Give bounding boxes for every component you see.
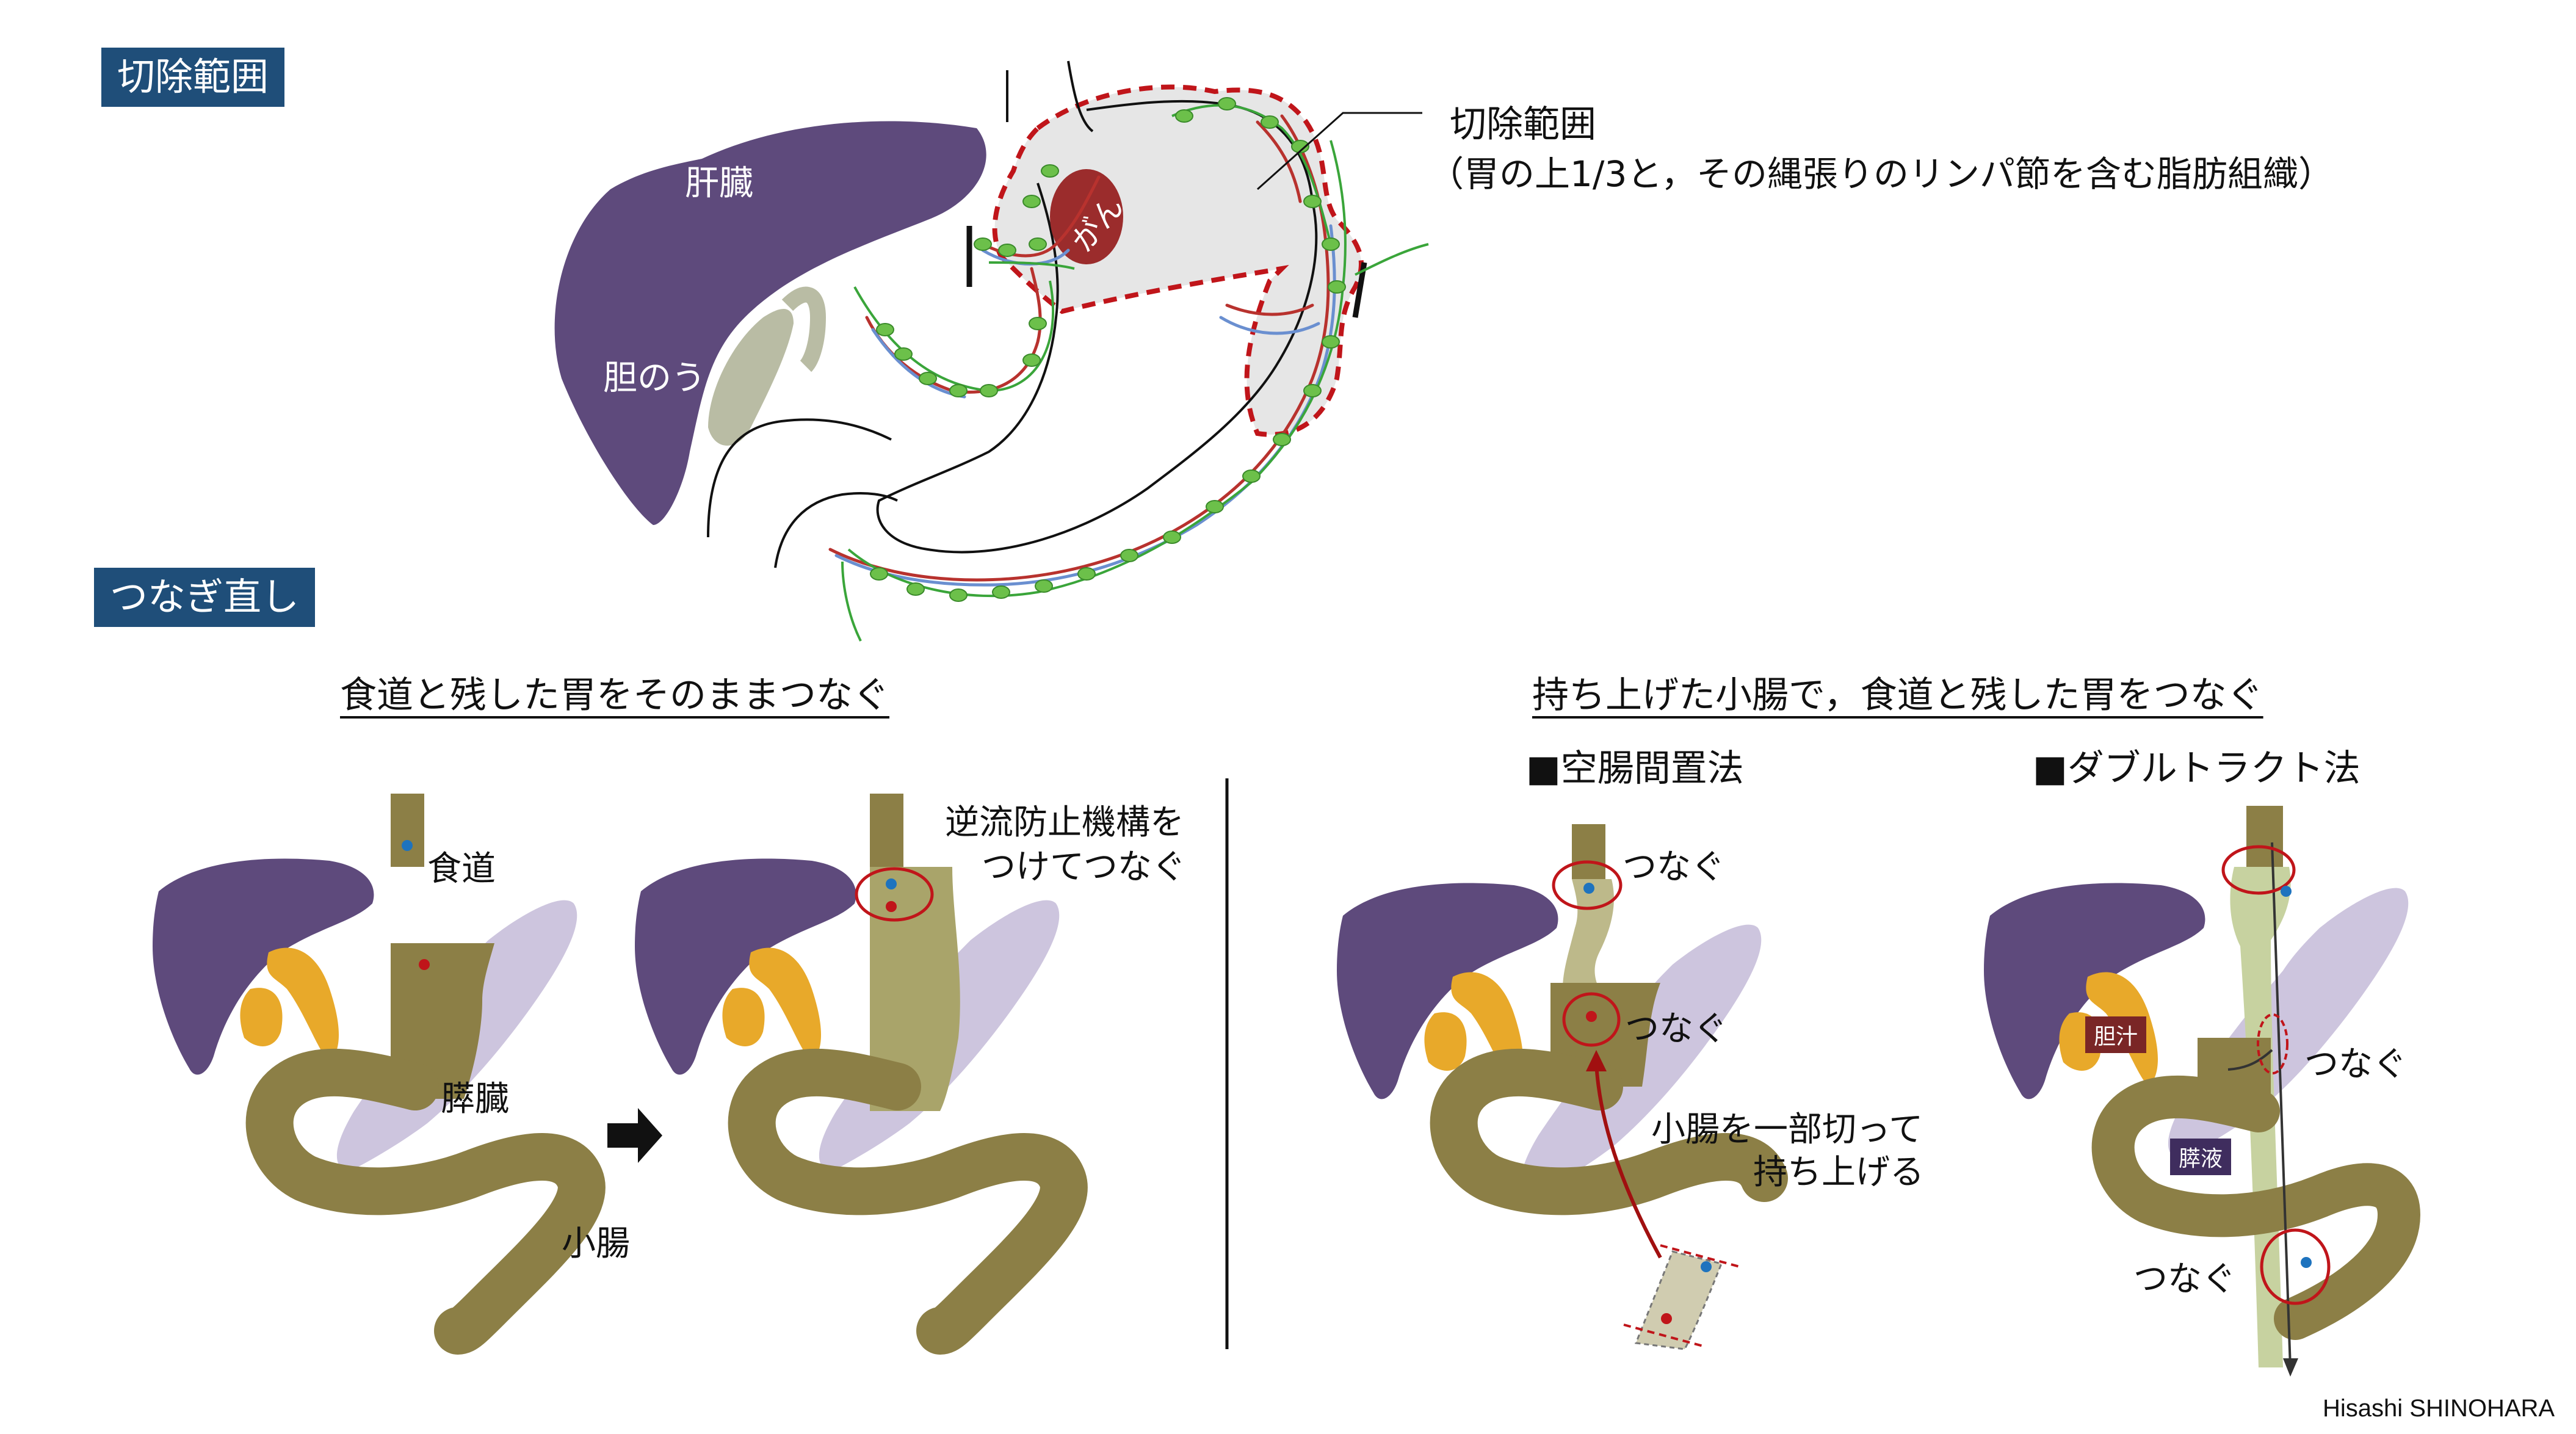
connect-label-4: つなぐ xyxy=(2133,1259,2236,1299)
connect-label-1: つなぐ xyxy=(1623,847,1725,887)
stomach-dot-red xyxy=(419,959,430,970)
esophagus-line-right xyxy=(1067,60,1094,132)
small-intestine-m1 xyxy=(1430,1048,1788,1215)
bile-duct-after xyxy=(749,947,821,1062)
connect-dot-blue-m2b xyxy=(2301,1257,2312,1268)
resection-leader-line xyxy=(1257,112,1422,190)
cut-line-bottom xyxy=(1623,1324,1704,1347)
method-jejunal-interposition-title: ■空腸間置法 xyxy=(1526,747,1744,790)
gallbladder-m1 xyxy=(1424,1012,1467,1071)
small-intestine-m2 xyxy=(2091,1075,2421,1340)
gallbladder-after xyxy=(722,988,765,1046)
method-double-tract-title: ■ダブルトラクト法 xyxy=(2033,747,2361,790)
esophagus-label: 食道 xyxy=(427,849,496,889)
connect-circle-mid-m1 xyxy=(1562,992,1621,1047)
remnant-stomach-after xyxy=(870,867,960,1111)
resection-diagram xyxy=(554,60,1429,642)
flow-arrow-branch xyxy=(2227,1049,2273,1071)
connect-circle-bottom-m2 xyxy=(2260,1228,2331,1305)
interposed-jejunum-m1 xyxy=(1563,879,1614,989)
flow-arrow-main xyxy=(2271,842,2292,1368)
flow-arrowhead xyxy=(2283,1358,2298,1377)
credit: Hisashi SHINOHARA xyxy=(2323,1395,2555,1422)
pancreas-label: 膵臓 xyxy=(441,1079,509,1119)
stomach-inner-curve xyxy=(707,418,892,538)
connect-circle-top-m2 xyxy=(2221,845,2296,895)
duodenum-outline xyxy=(774,492,898,568)
right-arrow xyxy=(607,1108,662,1163)
connect-dot-red-m1 xyxy=(1586,1011,1597,1022)
after-dot-red xyxy=(886,901,897,912)
connect-circle-top-m1 xyxy=(1552,860,1623,910)
right-panel-heading: 持ち上げた小腸で，食道と残した胃をつなぐ xyxy=(1532,674,2263,717)
liver-shape-after xyxy=(635,858,856,1075)
esophagus-m2 xyxy=(2246,806,2283,873)
esophagus-after xyxy=(870,794,903,873)
resection-badge: 切除範囲 xyxy=(101,48,285,107)
segment-dot-blue xyxy=(1701,1261,1712,1272)
esophagus-stub-before xyxy=(391,794,424,867)
cut-lift-label-2: 持ち上げる xyxy=(1753,1153,1924,1192)
liver-shape xyxy=(554,121,986,526)
antireflux-circle xyxy=(855,867,934,922)
small-intestine-after xyxy=(728,1048,1088,1355)
after-dot-blue xyxy=(886,878,897,889)
connect-dot-blue-m2a xyxy=(2281,886,2292,897)
liver-shape-before xyxy=(153,858,374,1075)
gallbladder-label: 胆のう xyxy=(603,358,706,398)
stomach-outline xyxy=(876,100,1318,554)
liver-label: 肝臓 xyxy=(685,164,753,203)
small-intestine-label: 小腸 xyxy=(562,1224,630,1264)
gallbladder-shape xyxy=(708,309,794,446)
bile-duct-before xyxy=(267,947,339,1062)
esophagus-dot-blue xyxy=(402,840,413,851)
pancreatic-juice-tag: 膵液 xyxy=(2170,1139,2232,1175)
small-intestine-before xyxy=(245,1048,606,1355)
left-panel-heading: 食道と残した胃をそのままつなぐ xyxy=(340,674,889,717)
antireflux-label-line2: つけてつなぐ xyxy=(982,847,1186,887)
segment-dot-red xyxy=(1661,1313,1672,1324)
cut-jejunum-segment-m1 xyxy=(1634,1250,1723,1350)
remnant-stomach-before xyxy=(391,943,494,1099)
antireflux-label-line1: 逆流防止機構を xyxy=(945,803,1184,842)
connect-dot-blue-m1 xyxy=(1583,883,1594,894)
connect-label-2: つなぐ xyxy=(1625,1009,1728,1049)
cut-line-top xyxy=(1660,1244,1740,1268)
connect-label-3: つなぐ xyxy=(2304,1045,2407,1084)
lift-arrowhead xyxy=(1586,1050,1607,1071)
resection-description: （胃の上1/3と，その縄張りのリンパ節を含む脂肪組織） xyxy=(1428,153,2334,195)
connect-circle-mid-m2 xyxy=(2257,1013,2288,1074)
gallbladder-before xyxy=(240,988,283,1046)
bile-tag: 胆汁 xyxy=(2085,1016,2147,1053)
reconstruction-badge: つなぎ直し xyxy=(94,568,316,627)
esophagus-m1 xyxy=(1572,824,1605,879)
gallbladder-duct xyxy=(781,286,827,372)
resection-title: 切除範囲 xyxy=(1450,103,1596,146)
cut-lift-label-1: 小腸を一部切って xyxy=(1651,1110,1923,1150)
lymph-nodes xyxy=(870,97,1346,602)
liver-shape-m1 xyxy=(1337,883,1558,1099)
cancer-mass xyxy=(1050,169,1123,264)
lift-arrow xyxy=(1594,1062,1662,1259)
